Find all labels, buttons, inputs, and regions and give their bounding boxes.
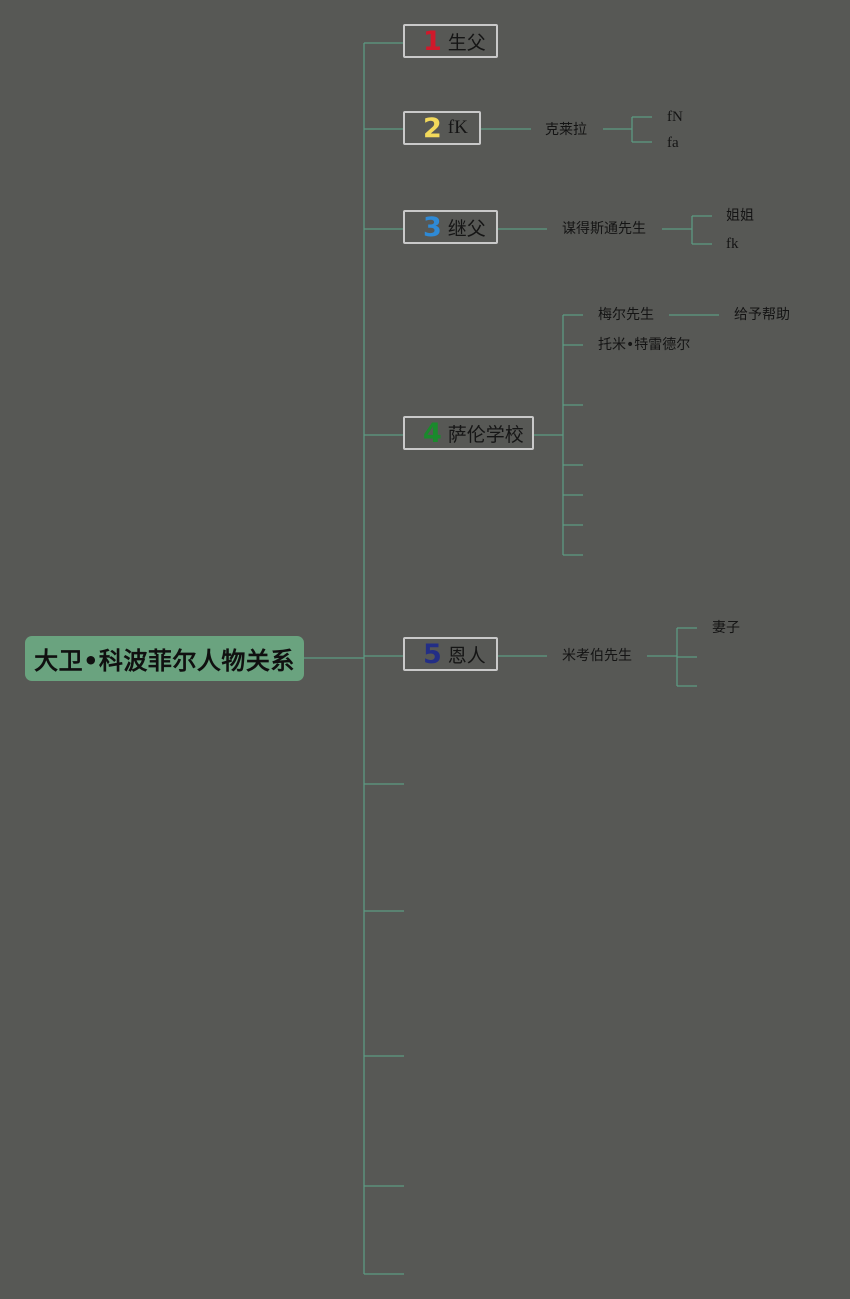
branch-node-2[interactable]: 2 fK <box>403 111 481 145</box>
node-b2-child[interactable]: 克莱拉 <box>545 122 587 138</box>
branch-node-1[interactable]: 1 生父 <box>403 24 498 58</box>
node-b5-child[interactable]: 米考伯先生 <box>562 648 632 664</box>
branch-label-2: fK <box>447 117 468 138</box>
node-b4-child-1-leaf[interactable]: 给予帮助 <box>734 307 790 323</box>
node-b4-child-1[interactable]: 梅尔先生 <box>598 307 654 323</box>
node-b5-leaf-1[interactable]: 妻子 <box>712 620 740 636</box>
branch-node-3[interactable]: 3 继父 <box>403 210 498 244</box>
branch-label-5: 恩人 <box>447 644 486 667</box>
branch-label-4: 萨伦学校 <box>447 423 524 446</box>
node-b3-child[interactable]: 谋得斯通先生 <box>562 221 646 237</box>
node-b3-leaf-2[interactable]: fk <box>726 236 739 252</box>
node-b3-leaf-1[interactable]: 姐姐 <box>726 208 754 224</box>
root-node[interactable]: 大卫•科波菲尔人物关系 <box>25 636 304 681</box>
node-b2-leaf-1[interactable]: fN <box>667 109 683 125</box>
branch-node-5[interactable]: 5 恩人 <box>403 637 498 671</box>
branch-number-4: 4 <box>423 417 442 449</box>
branch-label-1: 生父 <box>447 31 486 54</box>
node-b4-child-2[interactable]: 托米•特雷德尔 <box>598 337 691 353</box>
root-label: 大卫•科波菲尔人物关系 <box>34 647 295 675</box>
branch-number-5: 5 <box>423 638 442 670</box>
branch-number-3: 3 <box>423 211 442 243</box>
node-b2-leaf-2[interactable]: fa <box>667 135 679 151</box>
branch-number-1: 1 <box>423 25 442 57</box>
branch-label-3: 继父 <box>447 217 486 240</box>
branch-node-4[interactable]: 4 萨伦学校 <box>403 416 534 450</box>
branch-number-2: 2 <box>423 112 442 144</box>
